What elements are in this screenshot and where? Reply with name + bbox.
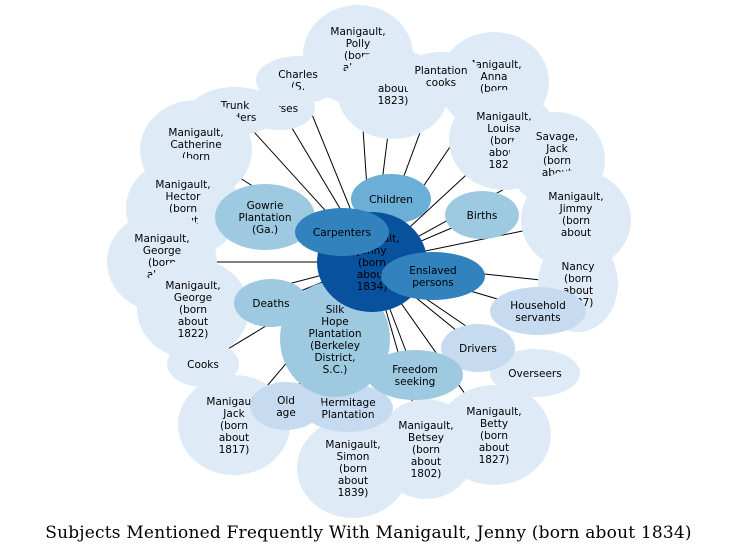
node-label-cooks: Cooks: [187, 359, 219, 371]
node-cooks[interactable]: Cooks: [167, 341, 239, 387]
node-shape-carpenters: [295, 208, 389, 256]
node-shape-cooks2: [401, 52, 481, 100]
node-shape-cooks: [167, 341, 239, 387]
node-shape-births: [445, 191, 519, 239]
nodes: Manigault,Polly(bornabout1838)Manigault,…: [107, 5, 631, 518]
node-shape-freedom: [367, 350, 463, 400]
node-shape-enslaved: [381, 252, 485, 300]
node-label-deaths: Deaths: [252, 298, 289, 310]
node-label-carpenters: Carpenters: [313, 227, 371, 239]
diagram-title: Subjects Mentioned Frequently With Manig…: [45, 523, 692, 543]
node-shape-household: [490, 287, 586, 335]
node-shape-oldage: [250, 382, 322, 430]
node-label-drivers: Drivers: [459, 343, 497, 355]
node-shape-simon: [297, 418, 409, 518]
node-label-births: Births: [467, 210, 498, 222]
node-births[interactable]: Births: [445, 191, 519, 239]
node-drivers[interactable]: Drivers: [441, 324, 515, 372]
node-shape-drivers: [441, 324, 515, 372]
node-carpenters[interactable]: Carpenters: [295, 208, 389, 256]
node-shape-jimmy: [521, 170, 631, 270]
node-shape-children: [351, 174, 431, 224]
node-label-children: Children: [369, 194, 413, 206]
node-shape-overseers: [490, 349, 580, 397]
node-shape-george22: [137, 259, 249, 359]
node-label-overseers: Overseers: [508, 368, 561, 380]
node-children[interactable]: Children: [351, 174, 431, 224]
node-overseers[interactable]: Overseers: [490, 349, 580, 397]
node-shape-gowrie: [215, 184, 315, 250]
